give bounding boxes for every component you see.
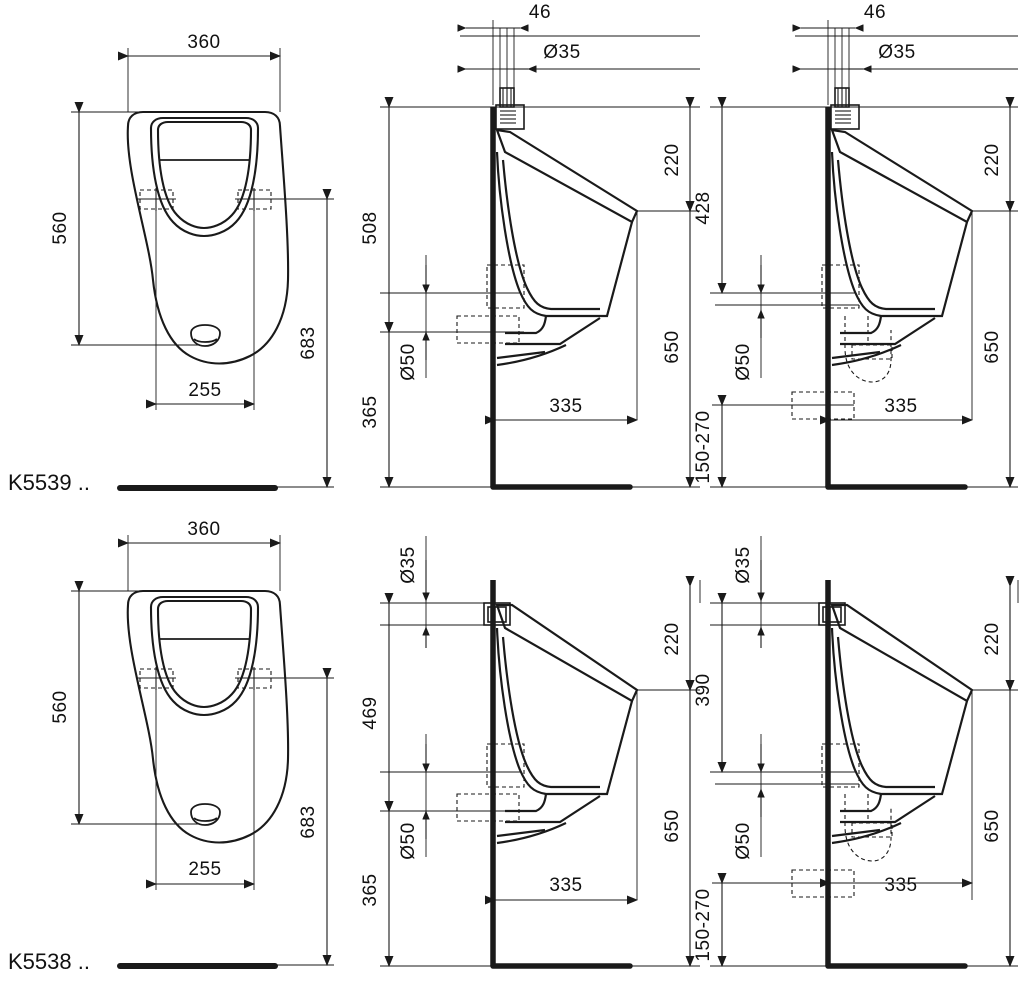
front-outlet-2	[190, 803, 221, 826]
dim-label-d35-r2b: Ø35	[733, 546, 754, 583]
dim-label-365-r1a: 365	[360, 395, 381, 428]
dim-label-390-r2b: 390	[693, 673, 714, 706]
r2-side-view-b	[710, 536, 1019, 969]
dim-label-d50-r1a: Ø50	[398, 343, 419, 380]
rear-inlet-fitting-c	[483, 602, 511, 626]
dim-label-d35-r1a: Ø35	[543, 42, 580, 63]
model-label-k5538: K5538 ..	[8, 949, 90, 974]
dim-label-560-r2: 560	[50, 690, 71, 723]
urinal-side-profile-d	[830, 603, 974, 845]
dim-label-255-r1: 255	[188, 380, 221, 401]
r1-front-ext-lines	[71, 48, 334, 488]
rear-inlet-fitting-d	[818, 602, 846, 626]
urinal-side-profile-c	[495, 603, 639, 845]
dim-label-d50-r2a: Ø50	[398, 822, 419, 859]
urinal-side-profile-a	[495, 128, 639, 367]
dim-label-335-r1b: 335	[884, 396, 917, 417]
dim-label-650-r1b: 650	[982, 330, 1003, 363]
inlet-fitting-a	[495, 87, 525, 130]
urinal-side-profile-b	[830, 128, 974, 367]
dim-label-220-r2b: 220	[982, 622, 1003, 655]
r2-side-d-ext	[710, 536, 1019, 967]
front-outlet	[190, 324, 221, 347]
r1-side-view-b	[710, 20, 1018, 490]
trap-dashed-d	[791, 743, 893, 898]
inlet-fitting-b	[830, 87, 860, 130]
dim-label-683-r1: 683	[298, 326, 319, 359]
r2-front-view	[71, 535, 334, 969]
inlet-pipe-lines-b	[827, 20, 850, 105]
dim-label-220-r1b: 220	[982, 143, 1003, 176]
row-2-k5538	[71, 535, 1019, 969]
dim-label-46-r1b: 46	[864, 2, 886, 23]
r1-front-view	[71, 48, 334, 491]
dim-label-360-r1: 360	[187, 32, 220, 53]
r1-side-b-ext	[710, 35, 1018, 488]
dim-label-150-270-r2b: 150-270	[693, 888, 714, 961]
row-1-k5539	[71, 20, 1018, 491]
dim-label-d50-r1b: Ø50	[733, 343, 754, 380]
dim-label-428-r1b: 428	[693, 191, 714, 224]
r2-side-c-ext	[380, 536, 701, 967]
dimension-labels: 360 560 683 255 46 Ø35 508 365 Ø50 220 6…	[8, 2, 1003, 974]
dim-label-508-r1a: 508	[360, 211, 381, 244]
trap-dashed-b	[791, 264, 893, 420]
dim-label-335-r2b: 335	[884, 875, 917, 896]
urinal-front-bowl	[149, 116, 260, 238]
dim-label-335-r2a: 335	[549, 875, 582, 896]
dim-label-d50-r2b: Ø50	[733, 822, 754, 859]
dim-label-d35-r1b: Ø35	[878, 42, 915, 63]
outlet-dashed-a	[456, 264, 525, 344]
dim-label-683-r2: 683	[298, 805, 319, 838]
urinal-front-outline-2	[126, 589, 290, 844]
dim-label-365-r2a: 365	[360, 873, 381, 906]
urinal-front-outline	[126, 110, 290, 365]
dim-label-650-r2a: 650	[662, 809, 683, 842]
dim-label-220-r1a: 220	[662, 143, 683, 176]
dim-label-335-r1a: 335	[549, 396, 582, 417]
dim-label-255-r2: 255	[188, 859, 221, 880]
model-label-k5539: K5539 ..	[8, 470, 90, 495]
dim-label-650-r1a: 650	[662, 330, 683, 363]
dim-label-360-r2: 360	[187, 519, 220, 540]
r2-side-view-a	[380, 536, 701, 969]
dim-label-150-270-r1b: 150-270	[693, 410, 714, 483]
dim-label-220-r2a: 220	[662, 622, 683, 655]
dim-label-650-r2b: 650	[982, 809, 1003, 842]
dim-label-560-r1: 560	[50, 211, 71, 244]
dim-label-d35-r2a: Ø35	[398, 546, 419, 583]
outlet-dashed-c	[456, 743, 525, 822]
inlet-pipe-lines-a	[492, 20, 515, 105]
dim-label-46-r1a: 46	[529, 2, 551, 23]
r2-front-ext-lines	[71, 535, 334, 966]
r1-side-view-a	[380, 20, 700, 490]
r1-side-a-ext	[380, 35, 700, 488]
urinal-front-bowl-2	[149, 595, 260, 717]
dim-label-469-r2a: 469	[360, 696, 381, 729]
